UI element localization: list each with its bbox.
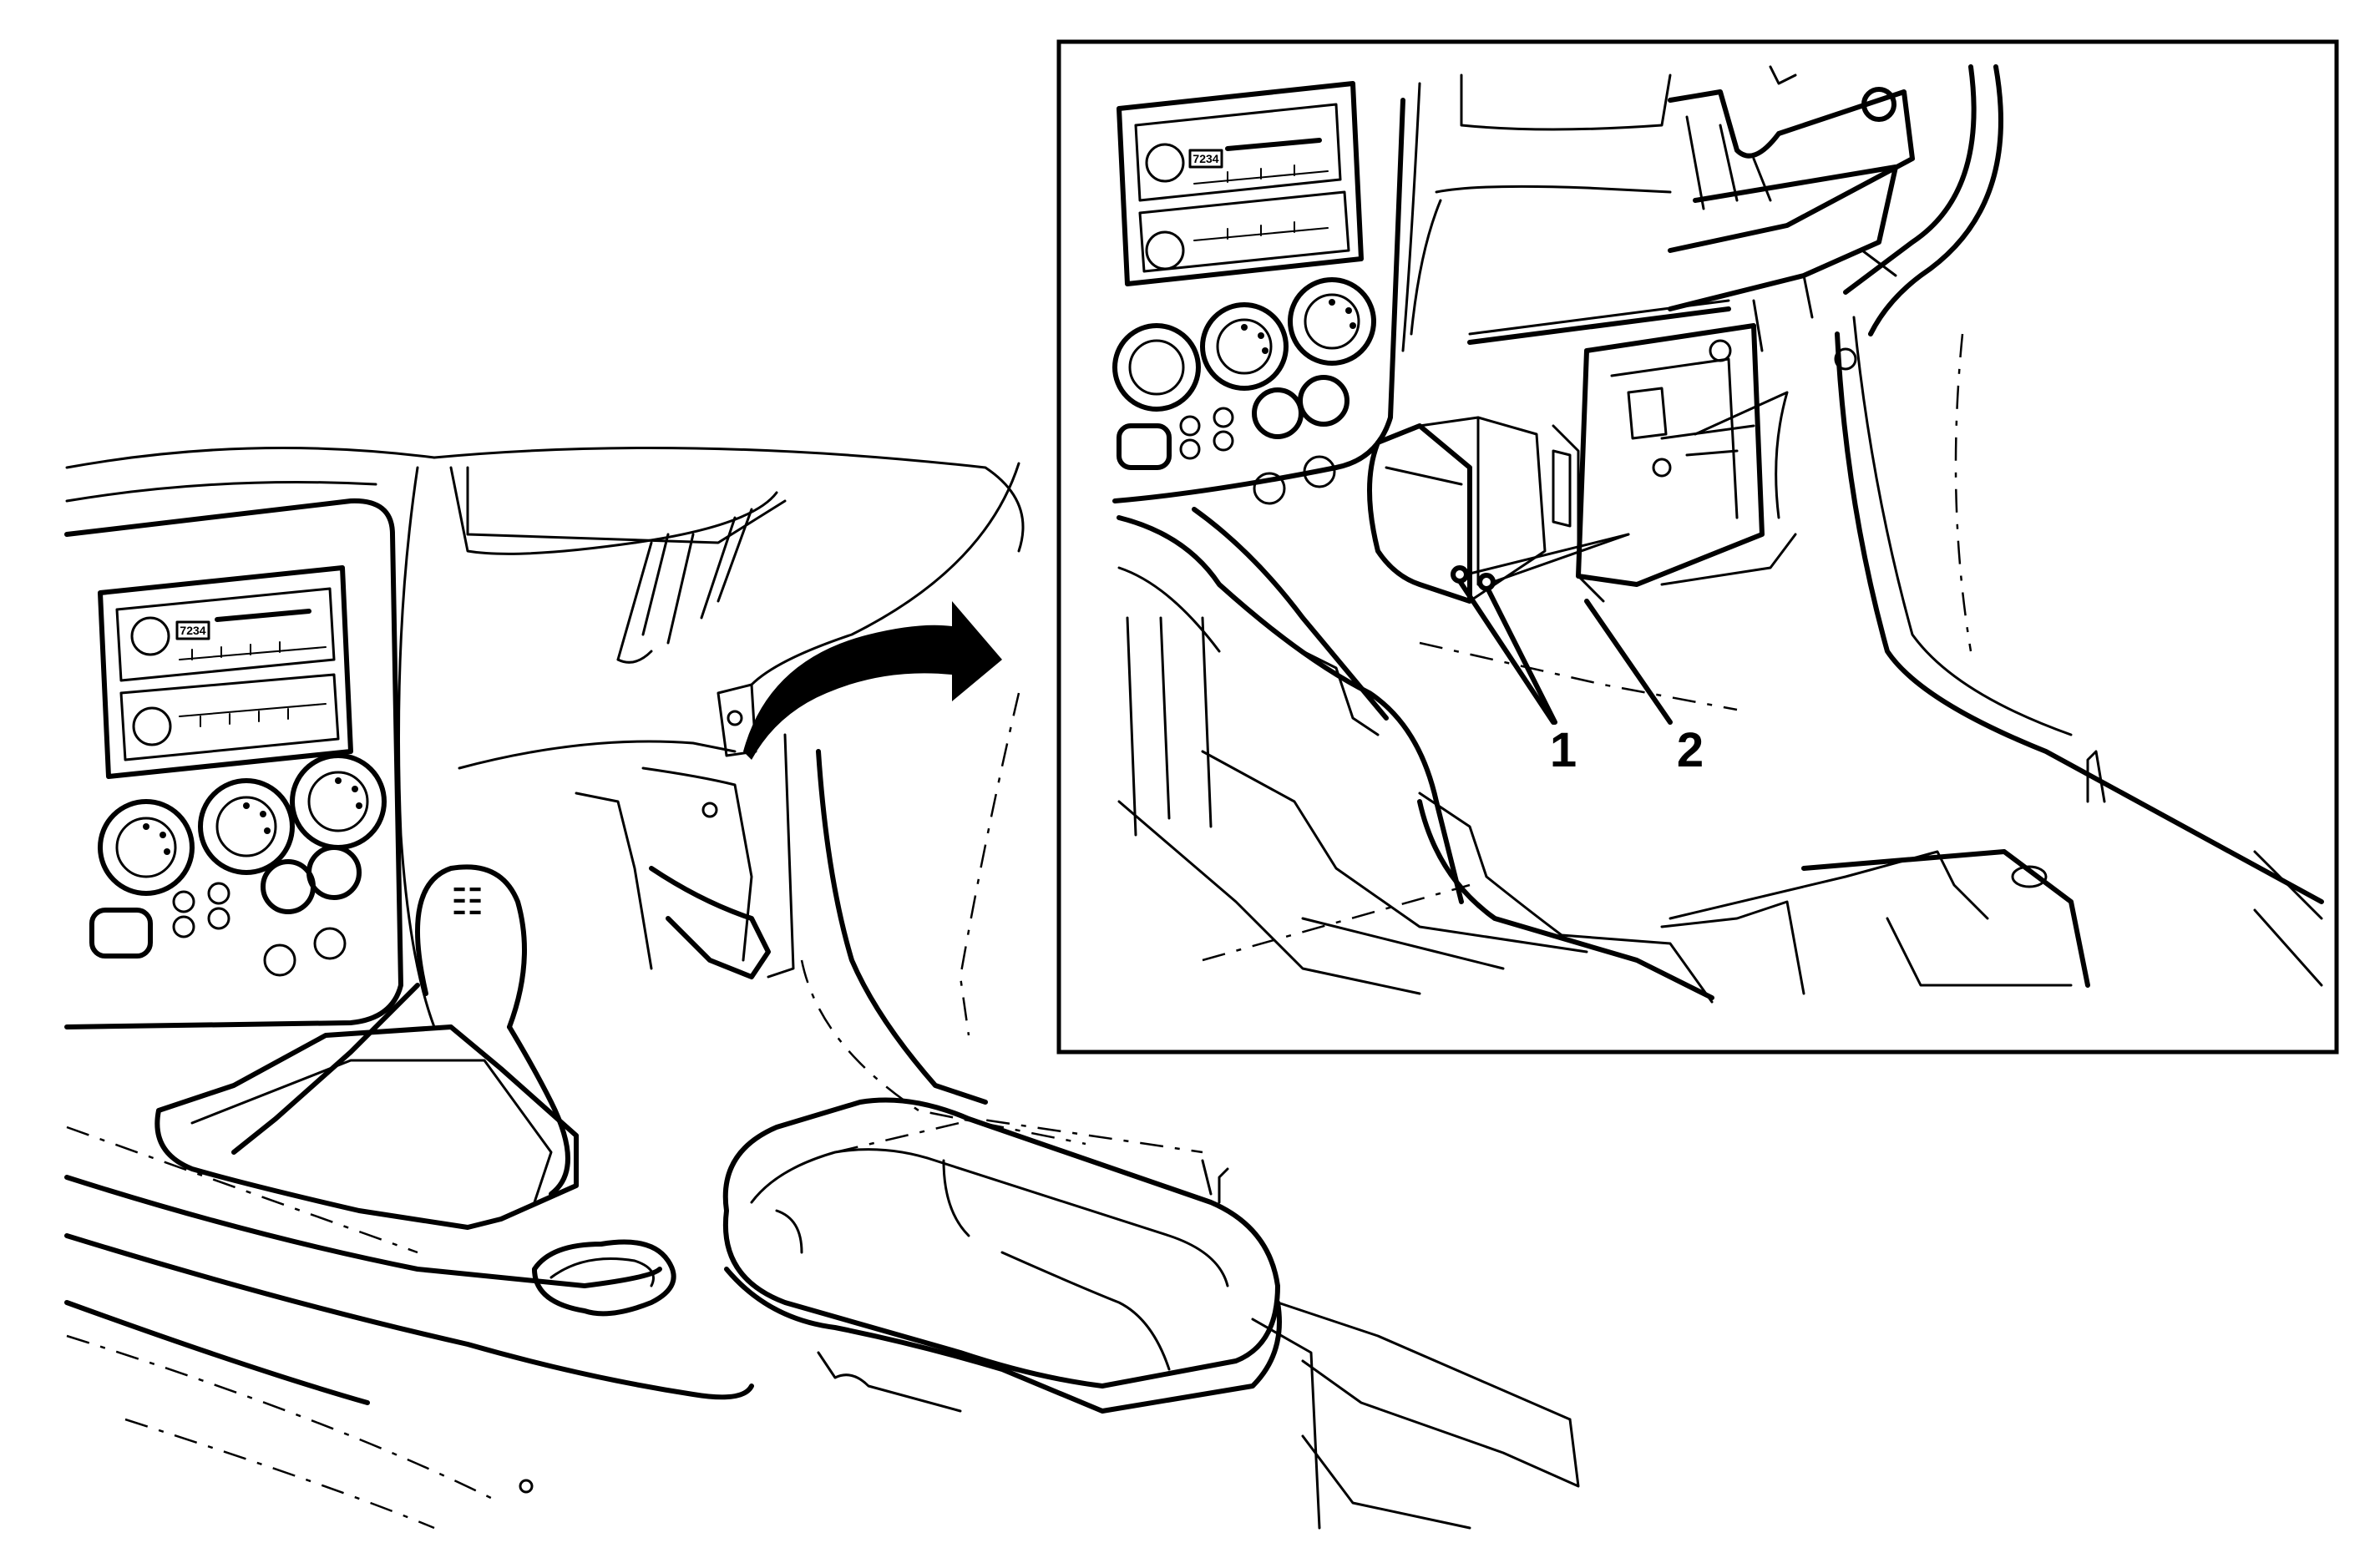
inset-column-support <box>1668 64 2003 371</box>
radio-unit: 7234 <box>98 565 353 779</box>
control-module <box>1367 416 1580 604</box>
inset-floor <box>1117 316 2324 1004</box>
shift-pattern-icon: ☷ <box>451 881 484 923</box>
inset-hvac <box>1112 277 1376 505</box>
armrest-lid <box>722 1097 1282 1414</box>
detail-inset: 7234 <box>1056 39 2339 1055</box>
center-console <box>64 1024 1580 1530</box>
mounting-bracket <box>1576 323 1797 587</box>
floor-contour-lines <box>66 692 1203 1530</box>
callout-leaders <box>1457 574 1673 725</box>
radio-display-text: 7234 <box>180 624 205 637</box>
detail-frame <box>1056 39 2339 1055</box>
shift-lever: ☷ <box>231 864 570 1196</box>
hvac-controls <box>89 753 387 977</box>
instrument-panel-bezel <box>64 466 436 1029</box>
radio-display <box>175 620 210 640</box>
view-direction-arrow <box>743 601 1002 760</box>
callout-1: 1 <box>1550 723 1577 777</box>
inset-radio-display-text: 7234 <box>1193 152 1218 165</box>
main-console-view: 7234 <box>64 446 1580 1530</box>
inset-radio: 7234 <box>1117 81 1364 286</box>
callout-2: 2 <box>1677 723 1704 777</box>
cupholder <box>532 1239 676 1317</box>
inset-radio-display <box>1188 149 1223 169</box>
